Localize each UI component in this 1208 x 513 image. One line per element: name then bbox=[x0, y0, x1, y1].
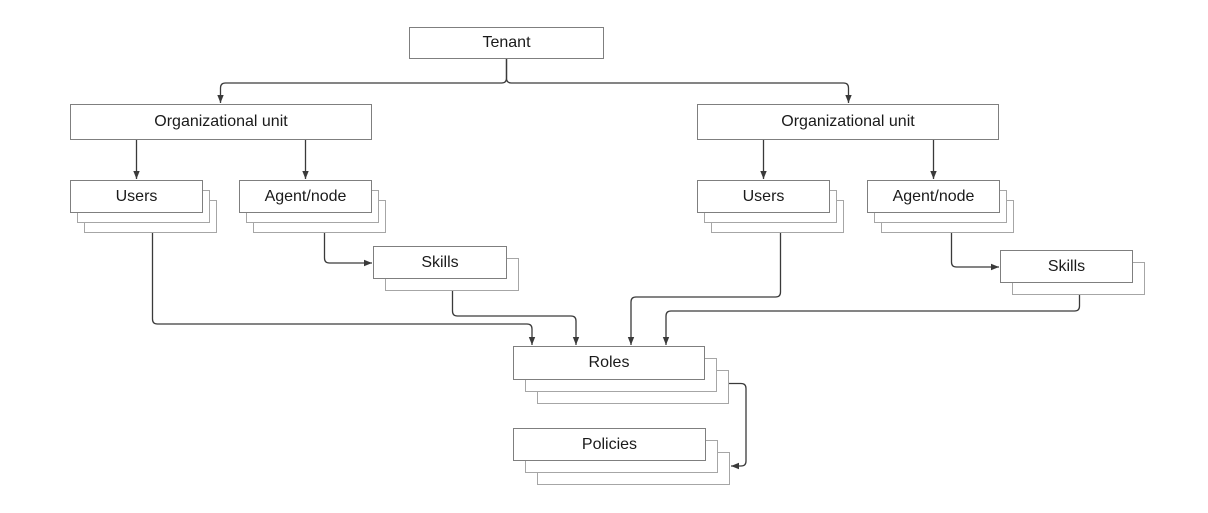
skills-right-box: Skills bbox=[1000, 250, 1133, 283]
policies-box: Policies bbox=[513, 428, 706, 461]
roles-box: Roles bbox=[513, 346, 705, 380]
node-policies: Policies bbox=[513, 428, 730, 485]
edge-users-right-to-roles bbox=[627, 233, 782, 345]
skills-left-label: Skills bbox=[421, 253, 459, 271]
org-unit-left-box: Organizational unit bbox=[70, 104, 372, 140]
policies-label: Policies bbox=[581, 435, 638, 453]
agent-node-right-label: Agent/node bbox=[892, 187, 975, 205]
users-left-label: Users bbox=[115, 187, 158, 205]
agent-node-left-box: Agent/node bbox=[239, 180, 372, 213]
node-org-unit-right: Organizational unit bbox=[697, 104, 999, 140]
node-tenant: Tenant bbox=[409, 27, 604, 59]
org-unit-right-box: Organizational unit bbox=[697, 104, 999, 140]
users-left-box: Users bbox=[70, 180, 203, 213]
node-skills-right: Skills bbox=[1000, 250, 1145, 295]
edge-roles-to-policies bbox=[729, 382, 747, 470]
node-agent-node-right: Agent/node bbox=[867, 180, 1014, 233]
agent-node-right-box: Agent/node bbox=[867, 180, 1000, 213]
tenant-label: Tenant bbox=[482, 34, 531, 51]
tenant-box: Tenant bbox=[409, 27, 604, 59]
agent-node-left-label: Agent/node bbox=[264, 187, 347, 205]
users-right-label: Users bbox=[742, 187, 785, 205]
edge-tenant-to-org-unit-left bbox=[217, 59, 508, 103]
roles-label: Roles bbox=[588, 354, 630, 371]
edge-skills-left-to-roles bbox=[451, 291, 580, 345]
edge-skills-right-to-roles bbox=[662, 295, 1081, 345]
org-unit-left-label: Organizational unit bbox=[154, 113, 288, 130]
node-roles: Roles bbox=[513, 346, 729, 404]
edge-tenant-to-org-unit-right bbox=[505, 59, 852, 103]
node-users-right: Users bbox=[697, 180, 844, 233]
node-agent-node-left: Agent/node bbox=[239, 180, 386, 233]
skills-left-box: Skills bbox=[373, 246, 507, 279]
edge-agent-node-right-to-skills-right bbox=[950, 233, 999, 271]
node-users-left: Users bbox=[70, 180, 217, 233]
users-right-box: Users bbox=[697, 180, 830, 213]
skills-right-label: Skills bbox=[1047, 257, 1086, 275]
node-skills-left: Skills bbox=[373, 246, 519, 291]
node-org-unit-left: Organizational unit bbox=[70, 104, 372, 140]
org-unit-right-label: Organizational unit bbox=[781, 113, 915, 130]
edge-agent-node-left-to-skills-left bbox=[323, 233, 372, 267]
